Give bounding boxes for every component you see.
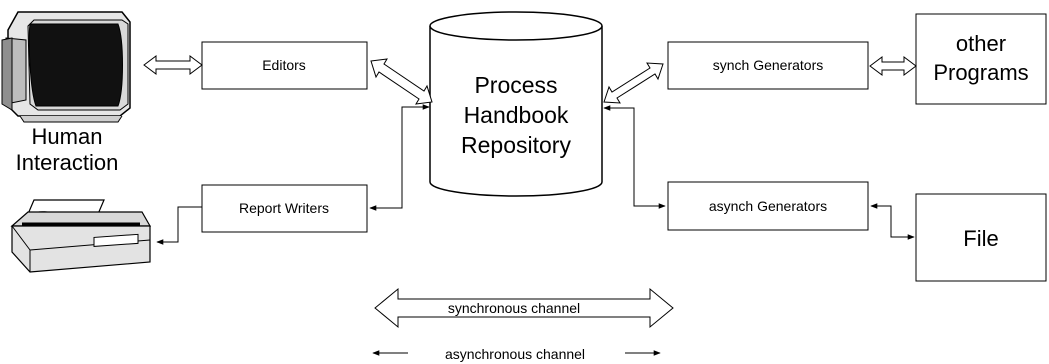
printer-icon bbox=[10, 199, 152, 273]
file-label: File bbox=[963, 226, 998, 251]
async-arrow-report-printer bbox=[156, 206, 202, 245]
async-arrow-asynch-file bbox=[870, 203, 915, 240]
asynch-generators-box bbox=[667, 181, 869, 231]
synch-generators-label: synch Generators bbox=[713, 57, 824, 73]
other-programs-label-2: Programs bbox=[933, 60, 1028, 85]
editors-box bbox=[201, 41, 368, 90]
sync-arrow-synch-otherprograms bbox=[869, 56, 917, 76]
other-programs-box bbox=[915, 13, 1047, 105]
human-interaction-label-2: Interaction bbox=[16, 150, 119, 175]
repository-label-3: Repository bbox=[461, 132, 571, 158]
sync-arrow-editors-repository bbox=[370, 58, 433, 105]
other-programs-label-1: other bbox=[956, 31, 1006, 56]
sync-arrow-repository-synch bbox=[603, 62, 664, 104]
synch-generators-box bbox=[667, 41, 869, 90]
async-arrow-report-repository bbox=[369, 104, 430, 211]
repository-label-2: Handbook bbox=[464, 102, 569, 128]
human-interaction-label-1: Human bbox=[32, 124, 103, 149]
monitor-icon bbox=[1, 11, 131, 123]
legend-synchronous-label: synchronous channel bbox=[448, 300, 580, 316]
sync-arrow-monitor-editors bbox=[143, 55, 203, 75]
legend-asynchronous-label: asynchronous channel bbox=[445, 346, 585, 362]
repository-label-1: Process bbox=[474, 72, 557, 98]
report-writers-box bbox=[201, 184, 368, 233]
report-writers-label: Report Writers bbox=[239, 200, 329, 216]
file-box bbox=[915, 193, 1047, 282]
legend-synchronous-arrow bbox=[374, 287, 674, 329]
repository-cylinder bbox=[429, 11, 603, 197]
async-arrow-repository-asynch bbox=[603, 105, 666, 209]
editors-label: Editors bbox=[262, 57, 306, 73]
asynch-generators-label: asynch Generators bbox=[709, 198, 827, 214]
